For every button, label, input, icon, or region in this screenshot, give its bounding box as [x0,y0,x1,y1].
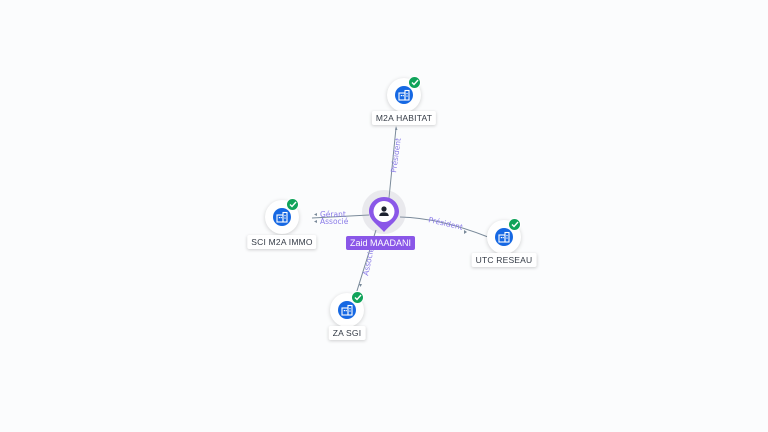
edge-label-associe-za: Associé [361,246,376,276]
arrow-sci-m2a-immo-2 [314,220,317,223]
edge-za-sgi [355,229,377,295]
map-pin-icon [369,197,399,232]
verified-check-icon [351,291,364,304]
edge-m2a-habitat [388,127,397,199]
arrow-m2a-habitat [395,126,398,130]
person-node[interactable] [368,196,400,234]
company-label-m2a-habitat[interactable]: M2A HABITAT [371,111,437,125]
building-icon [273,208,291,226]
company-node-za-sgi[interactable] [330,291,364,327]
company-node-m2a-habitat[interactable] [387,76,421,112]
building-icon [495,228,513,246]
company-label-za-sgi[interactable]: ZA SGI [328,326,366,340]
edge-label-president-utc: Président [428,215,464,232]
verified-check-icon [508,218,521,231]
building-icon [338,301,356,319]
edge-sci-m2a-immo [311,214,370,219]
verified-check-icon [286,198,299,211]
person-name-label[interactable]: Zaid MAADANI [346,236,416,250]
arrow-sci-m2a-immo [314,213,317,216]
edge-utc-reseau [399,216,489,238]
building-icon [395,86,413,104]
user-icon [379,206,389,216]
company-label-sci-m2a-immo[interactable]: SCI M2A IMMO [247,235,317,249]
verified-check-icon [408,76,421,89]
arrow-za-sgi [359,284,362,287]
company-node-sci-m2a-immo[interactable] [265,198,299,234]
company-label-utc-reseau[interactable]: UTC RESEAU [471,253,537,267]
edge-label-president-m2a: Président [389,137,403,173]
arrow-utc-reseau [464,230,467,234]
edge-label-associe-sci: Associé [320,217,349,226]
company-node-utc-reseau[interactable] [487,218,521,254]
edge-label-gerant-sci: Gérant [320,210,346,219]
